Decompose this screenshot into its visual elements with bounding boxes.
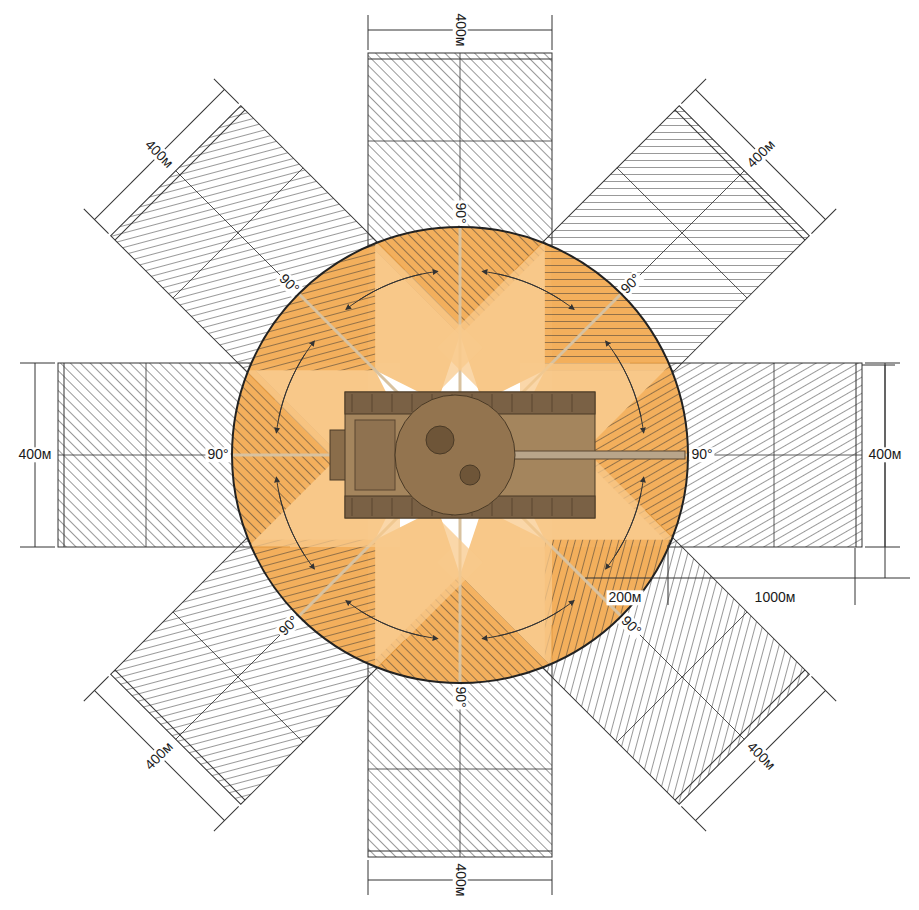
sector-rect bbox=[660, 363, 900, 547]
dimension-lines bbox=[585, 365, 910, 605]
angle-label: 90° bbox=[452, 200, 467, 225]
inner-sectors bbox=[220, 215, 700, 695]
tank-top-view bbox=[330, 392, 685, 518]
dimension-label: 400м bbox=[17, 447, 54, 462]
dimension-label: 400м bbox=[452, 12, 467, 49]
angle-label: 90° bbox=[205, 447, 230, 462]
sector-rect bbox=[368, 15, 552, 255]
dimension-label: 400м bbox=[452, 862, 467, 899]
angle-label: 90° bbox=[452, 684, 467, 709]
distance-label: 1000м bbox=[753, 590, 798, 605]
angle-label: 90° bbox=[689, 447, 714, 462]
distance-label: 200м bbox=[607, 590, 644, 605]
sector-rect bbox=[20, 363, 260, 547]
dimension-label: 400м bbox=[867, 447, 904, 462]
fire-sectors bbox=[20, 15, 900, 895]
circle-outline bbox=[232, 227, 688, 683]
sector-rect bbox=[368, 655, 552, 895]
